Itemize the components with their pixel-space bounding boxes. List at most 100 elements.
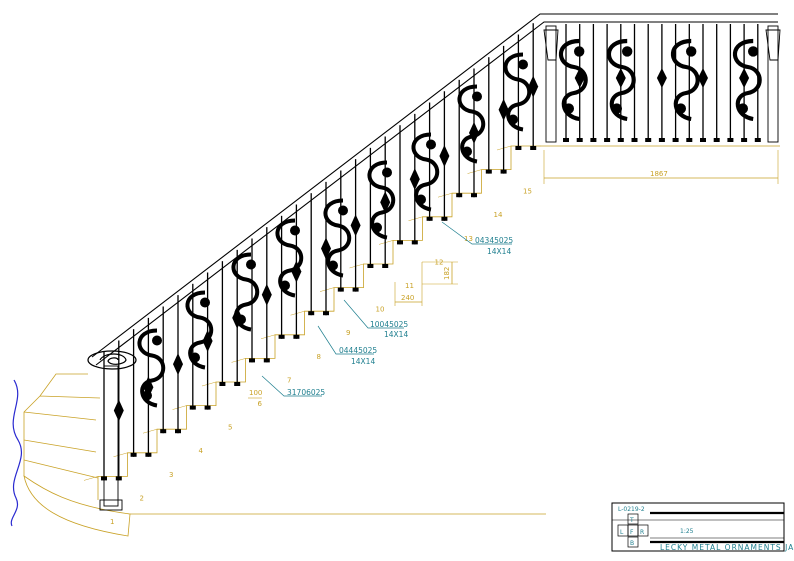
baluster-foot — [686, 138, 693, 142]
baluster-foot — [234, 382, 241, 386]
scroll-ornament — [275, 218, 304, 298]
baluster-foot — [530, 146, 537, 150]
svg-text:14X14: 14X14 — [351, 357, 375, 366]
baluster-foot — [645, 138, 652, 142]
step-number: 10 — [376, 306, 385, 314]
step-nosing — [172, 405, 187, 410]
baluster-foot — [219, 382, 226, 386]
step-number: 2 — [140, 494, 144, 502]
baluster-foot — [204, 405, 211, 410]
baluster-foot — [441, 216, 448, 221]
baluster-foot — [576, 138, 583, 142]
scroll-ornament — [503, 52, 532, 132]
baluster-foot — [382, 264, 389, 268]
view-top: T — [629, 517, 634, 524]
baluster-foot — [145, 452, 152, 457]
step-nosing — [349, 263, 364, 269]
scroll-ornament — [323, 198, 352, 278]
baluster-foot — [700, 138, 706, 142]
baluster-knuckle — [173, 353, 183, 376]
step-number: 12 — [435, 258, 444, 266]
baluster-foot — [115, 476, 122, 481]
step-number: 7 — [287, 376, 291, 384]
baluster-foot — [367, 264, 374, 268]
baluster-foot — [563, 138, 569, 142]
baluster-foot — [617, 138, 624, 142]
step-number: 14 — [494, 211, 503, 219]
step-nosing — [408, 216, 423, 222]
scroll-ornament — [606, 38, 636, 122]
dimension-rise-label: 182 — [443, 267, 451, 280]
scroll-ornament — [457, 84, 486, 164]
callout-4: 31706025 — [261, 375, 325, 397]
starter-step — [23, 475, 131, 537]
baluster-knuckle — [439, 144, 450, 167]
newel-post — [99, 365, 123, 511]
baluster-foot — [604, 138, 611, 142]
step-number: 8 — [317, 353, 321, 361]
scroll-ornament — [137, 328, 166, 408]
baluster-foot — [278, 334, 285, 339]
landing-posts — [543, 25, 781, 143]
step-number: 3 — [169, 471, 173, 479]
baluster-knuckle — [113, 399, 124, 422]
callout-3: 04445025 14X14 — [317, 325, 377, 366]
svg-text:31706025: 31706025 — [287, 388, 325, 397]
baluster-foot — [293, 334, 300, 339]
baluster-knuckle — [409, 168, 420, 191]
step-nosing — [83, 476, 99, 481]
baluster-knuckle — [615, 68, 626, 88]
step-number: 15 — [523, 188, 532, 196]
scroll-ornament — [185, 290, 214, 370]
dimension-going-rise: 240 182 100 — [248, 261, 458, 399]
baluster-foot — [323, 311, 329, 316]
scroll-ornament — [231, 252, 260, 332]
baluster-knuckle — [498, 98, 509, 121]
drawing-number: L-0219-2 — [618, 506, 645, 513]
step-nosing — [231, 358, 246, 363]
step-nosing — [378, 240, 394, 245]
baluster-foot — [189, 405, 196, 410]
callout-2: 10045025 14X14 — [343, 299, 408, 339]
baluster-foot — [754, 138, 761, 142]
step-nosing — [113, 452, 128, 458]
step-number: 13 — [464, 235, 473, 243]
dimension-offset-label: 100 — [249, 389, 262, 397]
svg-text:04445025: 04445025 — [339, 346, 377, 355]
handrail — [91, 13, 778, 366]
balusters — [101, 23, 761, 481]
baluster-foot — [397, 240, 403, 245]
baluster-foot — [175, 429, 181, 434]
baluster-foot — [590, 138, 597, 142]
baluster-foot — [263, 358, 270, 363]
scroll-ornament — [670, 38, 700, 122]
baluster-foot — [308, 311, 315, 316]
step-number: 5 — [228, 424, 232, 432]
baluster-foot — [130, 452, 137, 457]
step-nosing — [201, 381, 217, 387]
svg-text:14X14: 14X14 — [384, 330, 408, 339]
scroll-ornament — [732, 38, 762, 122]
scroll-ornament — [411, 132, 440, 212]
step-nosing — [319, 287, 335, 292]
view-front: F — [630, 529, 634, 536]
baluster-knuckle — [261, 283, 272, 306]
step-nosing — [290, 310, 305, 316]
callout-1: 04345025 14X14 — [441, 221, 513, 256]
svg-text:04345025: 04345025 — [475, 236, 513, 245]
baluster-foot — [500, 169, 507, 174]
baluster-foot — [337, 287, 344, 292]
title-block: L-0219-2 1:25 LECKY METAL ORNAMENTS JAPA… — [611, 502, 794, 552]
baluster-foot — [249, 358, 255, 363]
step-number: 9 — [346, 329, 350, 337]
baluster-knuckle — [698, 68, 708, 88]
dimension-landing: 1867 — [543, 150, 779, 184]
baluster-knuckle — [739, 68, 750, 88]
step-number: 1 — [110, 518, 114, 526]
baluster-foot — [471, 193, 477, 198]
baluster-foot — [727, 138, 734, 142]
svg-text:10045025: 10045025 — [370, 320, 408, 329]
baluster-foot — [426, 216, 433, 221]
step-nosing — [260, 334, 276, 340]
svg-text:14X14: 14X14 — [487, 247, 511, 256]
